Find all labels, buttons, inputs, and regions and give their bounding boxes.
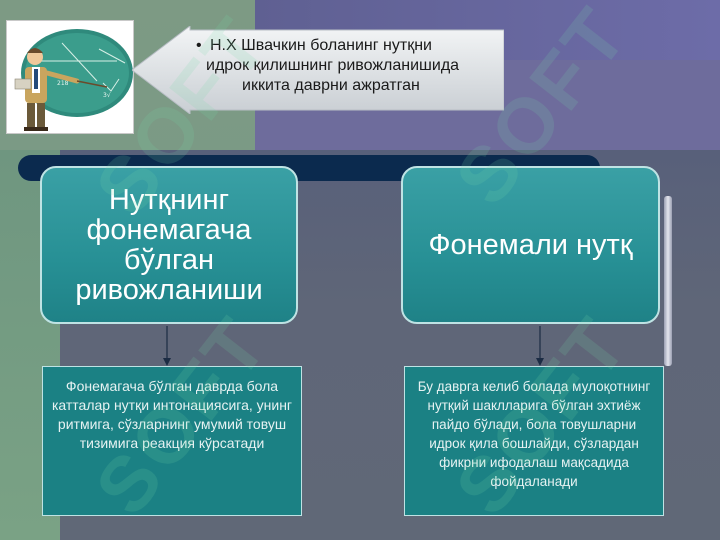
side-decor-bar bbox=[664, 196, 672, 366]
teacher-clipart: 218 3√ bbox=[6, 20, 134, 134]
stage-description-phonemic: Бу даврга келиб болада мулоқотнинг нутқи… bbox=[404, 366, 664, 516]
down-arrow-icon bbox=[536, 326, 544, 366]
callout-line-2: идрок қилишнинг ривожланишида bbox=[206, 57, 460, 74]
stage-box-prephonemic: Нутқнинг фонемагача бўлган ривожланиши bbox=[40, 166, 298, 324]
svg-text:218: 218 bbox=[57, 80, 69, 87]
stage-title-phonemic: Фонемали нутқ bbox=[428, 229, 633, 261]
callout-line-3: иккита даврни ажратган bbox=[242, 77, 420, 94]
down-arrow-icon bbox=[163, 326, 171, 366]
left-arrow-callout-shape bbox=[132, 26, 504, 114]
stage-description-prephonemic: Фонемагача бўлган даврда бола катталар н… bbox=[42, 366, 302, 516]
callout-bullet: • bbox=[196, 37, 202, 54]
stage-title-prephonemic: Нутқнинг фонемагача бўлган ривожланиши bbox=[75, 184, 263, 306]
svg-text:3√: 3√ bbox=[103, 92, 111, 99]
callout-line-1: Н.Х Швачкин боланинг нутқни bbox=[210, 37, 432, 54]
callout-text-block: • Н.Х Швачкин боланинг нутқни идрок қилиш… bbox=[196, 36, 526, 96]
teacher-illustration-icon: 218 3√ bbox=[14, 29, 133, 131]
stage-box-phonemic: Фонемали нутқ bbox=[401, 166, 660, 324]
